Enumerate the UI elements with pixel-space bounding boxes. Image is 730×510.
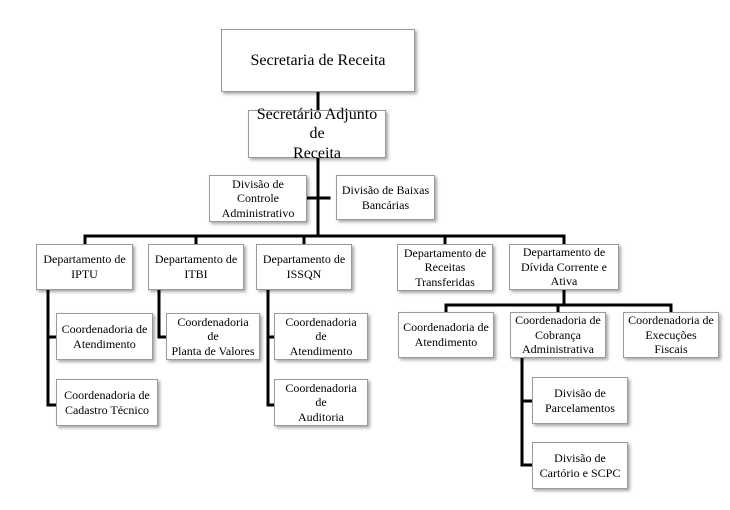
box-issqn-auditoria: Coordenadoria de Auditoria [274, 379, 368, 426]
label-divisao-parcelamentos: Divisão de Parcelamentos [545, 385, 615, 415]
box-secretaria-receita: Secretaria de Receita [221, 29, 415, 92]
label-departamento-receitas: Departamento de Receitas Transferidas [403, 245, 487, 289]
label-departamento-itbi: Departamento de ITBI [154, 252, 238, 281]
label-issqn-auditoria: Coordenadoria de Auditoria [285, 380, 357, 424]
label-divida-cobranca: Coordenadoria de Cobrança Administrativa [515, 313, 601, 357]
box-iptu-atendimento: Coordenadoria de Atendimento [56, 313, 153, 360]
label-issqn-atendimento: Coordenadoria de Atendimento [285, 314, 357, 358]
box-issqn-atendimento: Coordenadoria de Atendimento [274, 313, 368, 360]
label-iptu-cadastro: Coordenadoria de Cadastro Técnico [64, 387, 150, 417]
box-secretario-adjunto: Secretário Adjunto de Receita [248, 106, 386, 162]
box-iptu-cadastro: Coordenadoria de Cadastro Técnico [56, 379, 158, 426]
box-departamento-iptu: Departamento de IPTU [36, 244, 133, 290]
label-divisao-baixas: Divisão de Baixas Bancárias [341, 182, 430, 212]
box-divida-execucoes: Coordenadoria de Execuções Fiscais [623, 312, 719, 358]
box-divisao-cartorio: Divisão de Cartório e SCPC [532, 442, 628, 489]
box-itbi-planta: Coordenadoria de Planta de Valores [166, 313, 260, 360]
box-divisao-baixas: Divisão de Baixas Bancárias [336, 175, 435, 220]
box-departamento-divida: Departamento de Dívida Corrente e Ativa [509, 244, 619, 290]
label-secretaria-receita: Secretaria de Receita [250, 51, 386, 69]
box-divisao-controle: Divisão de Controle Administrativo [209, 175, 307, 222]
label-departamento-issqn: Departamento de ISSQN [262, 252, 346, 281]
box-departamento-issqn: Departamento de ISSQN [256, 244, 352, 290]
label-secretario-adjunto: Secretário Adjunto de Receita [256, 105, 378, 162]
label-itbi-planta: Coordenadoria de Planta de Valores [171, 314, 255, 358]
box-divida-atendimento: Coordenadoria de Atendimento [398, 312, 494, 358]
label-divida-execucoes: Coordenadoria de Execuções Fiscais [628, 313, 714, 357]
label-divisao-controle: Divisão de Controle Administrativo [221, 176, 295, 220]
label-divida-atendimento: Coordenadoria de Atendimento [403, 320, 489, 349]
label-iptu-atendimento: Coordenadoria de Atendimento [61, 321, 148, 351]
box-divida-cobranca: Coordenadoria de Cobrança Administrativa [510, 312, 606, 358]
box-departamento-itbi: Departamento de ITBI [148, 244, 244, 290]
label-divisao-cartorio: Divisão de Cartório e SCPC [539, 450, 621, 480]
box-departamento-receitas: Departamento de Receitas Transferidas [397, 244, 493, 291]
label-departamento-iptu: Departamento de IPTU [43, 252, 126, 281]
box-divisao-parcelamentos: Divisão de Parcelamentos [532, 377, 628, 424]
label-departamento-divida: Departamento de Dívida Corrente e Ativa [521, 245, 607, 289]
